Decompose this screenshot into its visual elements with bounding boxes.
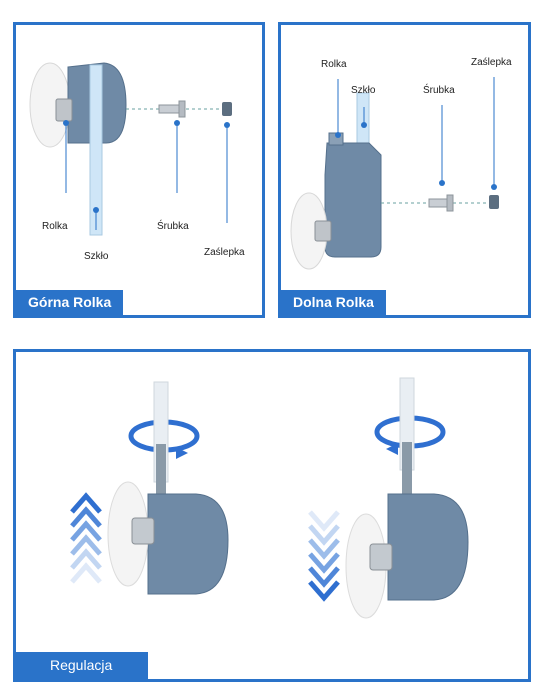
- adjustment-diagram: [70, 377, 469, 619]
- bottom-roller-panel: Rolka Szkło Śrubka Zaślepka Dolna Rolka: [278, 22, 531, 318]
- roller-body: [324, 142, 382, 258]
- adjustment-panel: Regulacja: [13, 349, 531, 682]
- glass-pane: [89, 64, 103, 236]
- top-roller-diagram: [29, 62, 232, 236]
- cap-part: [489, 195, 499, 209]
- down-arrow-icon: [308, 510, 340, 602]
- screw-part: [158, 100, 186, 118]
- label-rolka: Rolka: [42, 221, 68, 232]
- roller-axle: [55, 98, 73, 122]
- roller-axle: [369, 543, 393, 571]
- label-srubka: Śrubka: [157, 221, 189, 232]
- top-roller-panel: Rolka Szkło Śrubka Zaślepka Górna Rolka: [13, 22, 265, 318]
- label-zaslepka: Zaślepka: [471, 57, 512, 68]
- label-zaslepka: Zaślepka: [204, 247, 245, 258]
- label-srubka: Śrubka: [423, 85, 455, 96]
- label-szklo: Szkło: [84, 251, 109, 262]
- label-szklo: Szkło: [351, 85, 376, 96]
- screwdriver-tip: [156, 444, 166, 500]
- roller-axle: [131, 517, 155, 545]
- panel-title-top: Górna Rolka: [16, 290, 124, 315]
- roller-axle: [314, 220, 332, 242]
- roller-body: [147, 493, 229, 595]
- cap-part: [222, 102, 232, 116]
- screwdriver-tip: [402, 442, 412, 494]
- panel-title-adjustment: Regulacja: [16, 652, 149, 679]
- up-arrow-icon: [70, 492, 102, 584]
- bottom-roller-diagram: [290, 77, 499, 270]
- panel-title-bottom: Dolna Rolka: [281, 290, 386, 315]
- roller-body: [387, 493, 469, 601]
- screw-part: [428, 194, 454, 212]
- label-rolka: Rolka: [321, 59, 347, 70]
